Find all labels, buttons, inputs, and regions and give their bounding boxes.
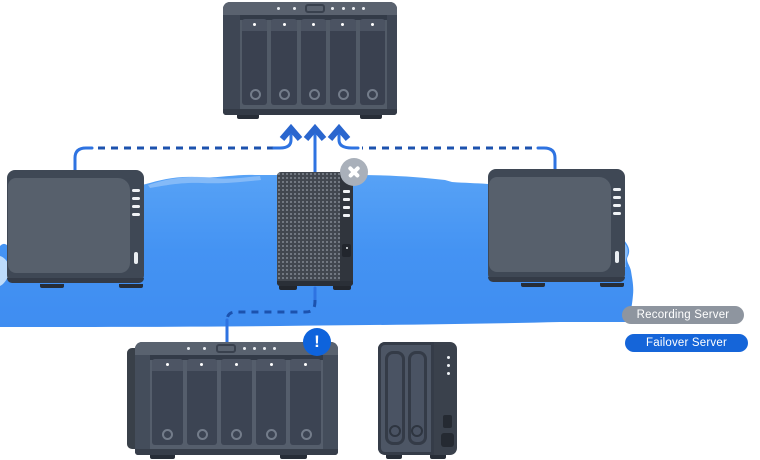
link-bottom-dashed: [225, 299, 317, 323]
recording-nas-center-failed: [277, 172, 353, 290]
exclamation-glyph: !: [314, 332, 320, 351]
nas-foot: [150, 455, 175, 459]
arrow-up-center-icon: [303, 123, 327, 141]
drive-bay: [330, 19, 356, 105]
drive-bay: [255, 359, 287, 445]
power-button: [443, 415, 452, 428]
link-right-corner: [337, 132, 360, 150]
recording-server-label: Recording Server: [622, 306, 744, 324]
drive-led: [342, 7, 345, 10]
nas-foot: [333, 286, 351, 290]
drive-led: [352, 7, 355, 10]
zone-wave-highlight-left: [0, 256, 10, 286]
front-panel: [378, 342, 434, 455]
drive-bay: [152, 359, 183, 445]
drive-led: [243, 347, 246, 350]
zone-wave-highlight: [148, 176, 261, 188]
status-led: [447, 372, 450, 375]
nas-foot: [237, 115, 259, 119]
nas-foot: [600, 283, 624, 287]
drive-bay: [221, 359, 252, 445]
nas-foot: [119, 284, 143, 288]
status-led: [132, 213, 140, 216]
exclamation-icon: !: [303, 328, 331, 356]
status-led: [343, 190, 350, 193]
drive-bay: [407, 351, 427, 445]
power-led: [615, 251, 619, 263]
status-led: [343, 198, 350, 201]
nas-top-strip: [223, 2, 397, 15]
status-led: [132, 197, 140, 200]
recording-nas-2bay: [378, 342, 457, 459]
drive-bay: [271, 19, 297, 105]
status-led: [613, 196, 621, 199]
power-led: [134, 252, 138, 264]
nas-top-strip: [135, 342, 338, 355]
link-right-solid: [536, 146, 557, 174]
nas-foot: [279, 286, 297, 290]
drive-bay: [242, 19, 268, 105]
status-led: [277, 7, 280, 10]
status-led: [613, 188, 621, 191]
drive-led: [362, 7, 365, 10]
drive-bay: [359, 19, 386, 105]
drive-led: [253, 347, 256, 350]
nas-foot: [40, 284, 64, 288]
status-led: [187, 347, 190, 350]
drive-bay: [385, 351, 405, 445]
arrow-up-left-icon: [279, 123, 303, 141]
drive-led: [331, 7, 334, 10]
status-led: [132, 189, 140, 192]
front-door: [8, 178, 130, 273]
power-button: [305, 4, 325, 13]
status-led: [447, 364, 450, 367]
power-button: [342, 244, 351, 257]
failover-server-label: Failover Server: [625, 334, 748, 352]
status-led: [613, 212, 621, 215]
nas-foot: [280, 455, 307, 459]
drive-bay: [186, 359, 218, 445]
nas-base: [223, 109, 397, 115]
drive-led: [273, 347, 276, 350]
recording-nas-bottom: [135, 342, 338, 459]
status-led: [343, 206, 350, 209]
recording-nas-right: [488, 169, 625, 287]
status-led: [203, 347, 206, 350]
status-led: [613, 204, 621, 207]
x-icon: [340, 158, 368, 186]
drive-bay: [290, 359, 321, 445]
status-led: [132, 205, 140, 208]
status-led: [293, 7, 296, 10]
drive-panel: [240, 15, 387, 109]
drive-panel: [150, 355, 323, 449]
side-panel: [434, 342, 457, 455]
recording-nas-left: [7, 170, 144, 288]
nas-foot: [521, 283, 545, 287]
arrow-up-right-icon: [327, 123, 351, 141]
nas-base: [135, 449, 338, 455]
front-door: [489, 177, 611, 272]
nas-foot: [386, 455, 402, 459]
nas-foot: [360, 115, 382, 119]
link-left-solid: [73, 146, 94, 174]
failover-nas-top: [223, 2, 397, 119]
link-left-corner: [272, 132, 293, 150]
status-led: [447, 356, 450, 359]
nas-base: [277, 281, 353, 286]
drive-led: [263, 347, 266, 350]
status-led: [343, 214, 350, 217]
nas-foot: [430, 455, 446, 459]
usb-port: [441, 433, 454, 447]
drive-bay: [300, 19, 327, 105]
power-button: [216, 344, 236, 353]
